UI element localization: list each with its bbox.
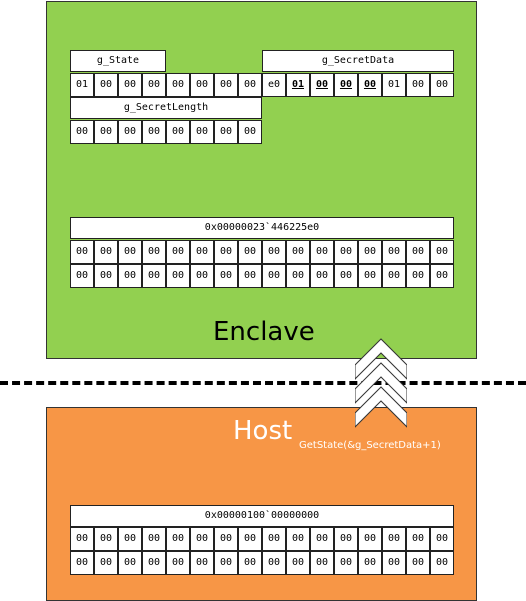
enclave-memory-row-byte-cell: 00 — [358, 264, 382, 288]
enclave-state-row-byte-cell: 00 — [214, 73, 238, 97]
host-memory-row-byte-cell: 00 — [238, 527, 262, 551]
enclave-memory-row-byte-cell: 00 — [214, 264, 238, 288]
enclave-memory-row-byte-cell: 00 — [238, 240, 262, 264]
enclave-state-row-byte-cell: 00 — [166, 73, 190, 97]
host-memory-row-byte-cell: 00 — [310, 551, 334, 575]
host-memory-row-byte-cell: 00 — [94, 527, 118, 551]
enclave-secret-row-byte-cell: 00 — [334, 73, 358, 97]
host-memory-row-byte-cell: 00 — [118, 527, 142, 551]
host-memory-row-byte-cell: 00 — [406, 551, 430, 575]
enclave-length-row-byte-cell: 00 — [70, 120, 94, 144]
host-memory-row-byte-cell: 00 — [142, 551, 166, 575]
host-memory-row-byte-cell: 00 — [406, 527, 430, 551]
enclave-memory-row-byte-cell: 00 — [406, 240, 430, 264]
enclave-memory-row-byte-cell: 00 — [190, 264, 214, 288]
host-memory-row-byte-cell: 00 — [70, 551, 94, 575]
enclave-memory-row-byte-cell: 00 — [310, 264, 334, 288]
enclave-state-row-byte-cell: 00 — [118, 73, 142, 97]
host-memory-row-byte-cell: 00 — [358, 527, 382, 551]
enclave-memory-row-byte-cell: 00 — [238, 264, 262, 288]
host-memory-row-byte-cell: 00 — [214, 551, 238, 575]
enclave-memory-row-byte-cell: 00 — [262, 240, 286, 264]
enclave-memory-row-byte-cell: 00 — [94, 240, 118, 264]
enclave-memory-row-byte-cell: 00 — [334, 240, 358, 264]
host-memory-row-byte-cell: 00 — [94, 551, 118, 575]
enclave-memory-row-byte-cell: 00 — [430, 264, 454, 288]
host-label: Host — [233, 416, 293, 446]
enclave-state-row-byte-cell: 00 — [238, 73, 262, 97]
host-memory-row-byte-cell: 00 — [334, 527, 358, 551]
host-memory-row-byte-cell: 00 — [382, 551, 406, 575]
enclave-memory-row-byte-cell: 00 — [190, 240, 214, 264]
host-memory-row-byte-cell: 00 — [190, 551, 214, 575]
enclave-memory-row-byte-cell: 00 — [94, 264, 118, 288]
enclave-memory-row-byte-cell: 00 — [382, 240, 406, 264]
g-secretdata-header: g_SecretData — [262, 50, 454, 72]
enclave-length-row-byte-cell: 00 — [142, 120, 166, 144]
enclave-memory-row-byte-cell: 00 — [118, 264, 142, 288]
enclave-secret-row-byte-cell: 00 — [358, 73, 382, 97]
host-memory-row-byte-cell: 00 — [190, 527, 214, 551]
enclave-memory-row-byte-cell: 00 — [70, 240, 94, 264]
host-memory-row-byte-cell: 00 — [166, 527, 190, 551]
enclave-length-row-byte-cell: 00 — [238, 120, 262, 144]
transition-arrow-icon — [355, 338, 407, 428]
enclave-length-row-byte-cell: 00 — [166, 120, 190, 144]
enclave-secret-row-byte-cell: 01 — [382, 73, 406, 97]
host-memory-row-byte-cell: 00 — [118, 551, 142, 575]
enclave-memory-row-byte-cell: 00 — [214, 240, 238, 264]
enclave-memory-row-byte-cell: 00 — [430, 240, 454, 264]
host-memory-row-byte-cell: 00 — [142, 527, 166, 551]
enclave-memory-row-byte-cell: 00 — [358, 240, 382, 264]
enclave-length-row-byte-cell: 00 — [190, 120, 214, 144]
host-memory-row-byte-cell: 00 — [238, 551, 262, 575]
enclave-memory-row-byte-cell: 00 — [286, 240, 310, 264]
enclave-secret-row-byte-cell: 01 — [286, 73, 310, 97]
host-memory-row-byte-cell: 00 — [286, 551, 310, 575]
enclave-memory-row-byte-cell: 00 — [286, 264, 310, 288]
enclave-label: Enclave — [213, 317, 315, 347]
enclave-length-row-byte-cell: 00 — [214, 120, 238, 144]
host-memory-row-byte-cell: 00 — [262, 551, 286, 575]
enclave-memory-row-byte-cell: 00 — [118, 240, 142, 264]
enclave-state-row-byte-cell: 00 — [94, 73, 118, 97]
enclave-state-row-byte-cell: 00 — [142, 73, 166, 97]
host-memory-row-byte-cell: 00 — [430, 551, 454, 575]
enclave-secret-row-byte-cell: 00 — [406, 73, 430, 97]
enclave-secret-row-byte-cell: e0 — [262, 73, 286, 97]
host-memory-row-byte-cell: 00 — [214, 527, 238, 551]
enclave-state-row-byte-cell: 00 — [190, 73, 214, 97]
enclave-memory-row-byte-cell: 00 — [166, 240, 190, 264]
enclave-length-row-byte-cell: 00 — [94, 120, 118, 144]
host-memory-row-byte-cell: 00 — [358, 551, 382, 575]
enclave-memory-row-byte-cell: 00 — [406, 264, 430, 288]
enclave-memory-row-byte-cell: 00 — [382, 264, 406, 288]
enclave-memory-row-byte-cell: 00 — [310, 240, 334, 264]
host-memory-row-byte-cell: 00 — [382, 527, 406, 551]
g-secretlength-header: g_SecretLength — [70, 97, 262, 119]
enclave-memory-address: 0x00000023`446225e0 — [70, 217, 454, 239]
host-memory-address: 0x00000100`00000000 — [70, 505, 454, 527]
enclave-length-row-byte-cell: 00 — [118, 120, 142, 144]
host-memory-row-byte-cell: 00 — [262, 527, 286, 551]
enclave-secret-row-byte-cell: 00 — [310, 73, 334, 97]
enclave-state-row-byte-cell: 01 — [70, 73, 94, 97]
host-memory-row-byte-cell: 00 — [430, 527, 454, 551]
host-memory-row-byte-cell: 00 — [286, 527, 310, 551]
enclave-secret-row-byte-cell: 00 — [430, 73, 454, 97]
host-memory-row-byte-cell: 00 — [310, 527, 334, 551]
enclave-memory-row-byte-cell: 00 — [142, 264, 166, 288]
enclave-memory-row-byte-cell: 00 — [142, 240, 166, 264]
host-call-text: GetState(&g_SecretData+1) — [299, 440, 441, 451]
trust-boundary-divider — [0, 381, 526, 385]
host-memory-row-byte-cell: 00 — [70, 527, 94, 551]
host-memory-row-byte-cell: 00 — [334, 551, 358, 575]
enclave-memory-row-byte-cell: 00 — [334, 264, 358, 288]
enclave-memory-row-byte-cell: 00 — [262, 264, 286, 288]
host-memory-row-byte-cell: 00 — [166, 551, 190, 575]
g-state-header: g_State — [70, 50, 166, 72]
enclave-memory-row-byte-cell: 00 — [166, 264, 190, 288]
enclave-memory-row-byte-cell: 00 — [70, 264, 94, 288]
